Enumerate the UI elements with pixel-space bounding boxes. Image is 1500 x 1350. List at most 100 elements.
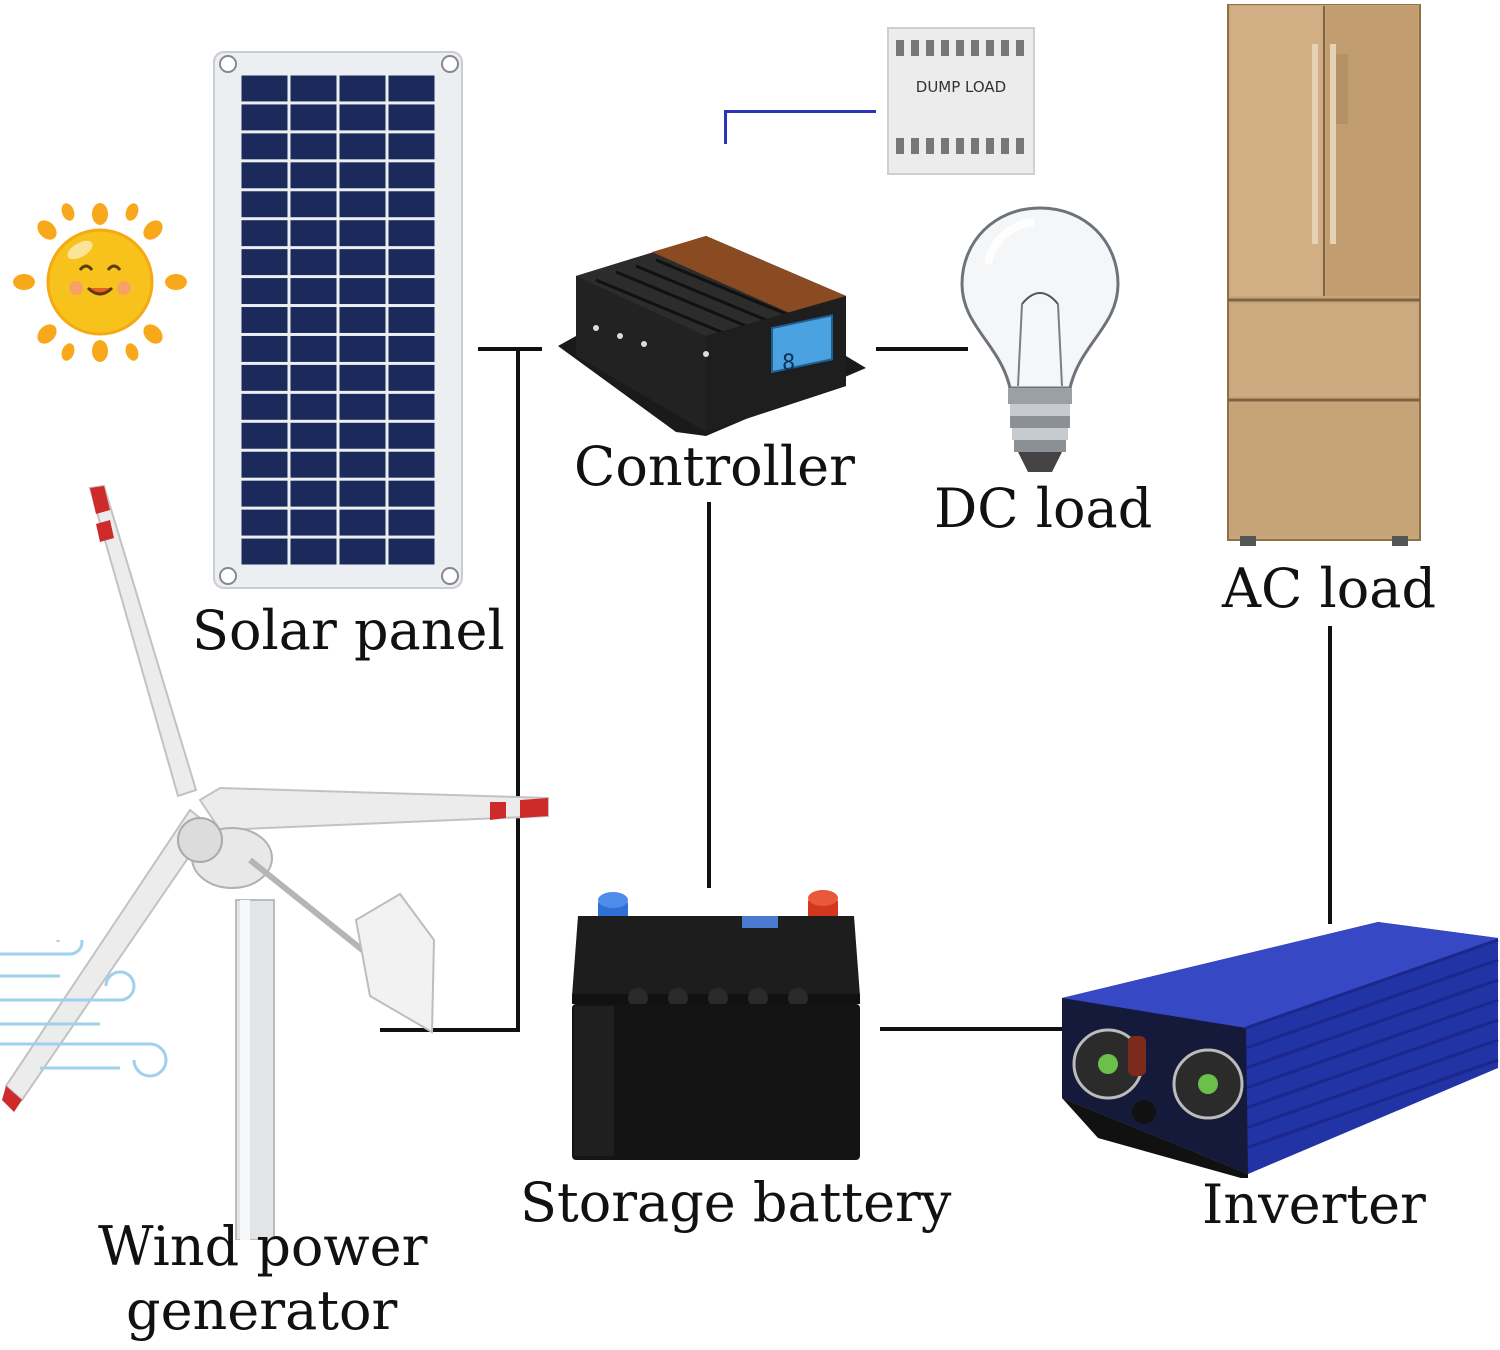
vent-slot [1016,138,1024,154]
solar-cell [388,364,435,391]
solar-cell [290,509,337,536]
vent-slot [911,138,919,154]
solar-cell [388,335,435,362]
solar-cell [241,162,288,189]
solar-cell [241,307,288,333]
controller-display-digit: 8 [782,351,795,376]
solar-cell [241,249,288,276]
solar-cell [339,191,386,218]
solar-cell [290,307,337,333]
solar-cell [290,162,337,189]
wind-gust-icon [0,940,180,1090]
vent-slot [941,138,949,154]
solar-cell [241,364,288,391]
solar-cell [241,480,288,507]
solar-cell [290,480,337,507]
inverter-icon [1058,918,1500,1178]
dump-load-icon: DUMP LOAD [886,26,1036,176]
solar-cell [241,133,288,160]
vent-slot [956,40,964,56]
solar-cell [290,451,337,478]
vent-slot [1001,40,1009,56]
light-bulb-icon [958,204,1122,480]
inverter-label: Inverter [1202,1173,1426,1236]
dump-load-label: DUMP LOAD [915,78,1007,96]
refrigerator-icon [1226,4,1422,548]
solar-cell [339,249,386,276]
solar-cell [388,133,435,160]
sun-icon [10,200,190,365]
solar-cell [241,509,288,536]
solar-cell [339,104,386,131]
vent-slot [926,40,934,56]
solar-cell [339,307,386,333]
solar-cell [339,364,386,391]
wire-inverter-acload [1328,626,1332,924]
vent-slot [896,40,904,56]
battery-label: Storage battery [520,1171,952,1234]
solar-cell [241,278,288,305]
solar-panel-icon [212,50,464,590]
solar-cell [241,422,288,449]
solar-cell [290,75,337,102]
solar-cell [290,104,337,131]
wind-generator-label-line1: Wind power [98,1215,428,1278]
solar-cell [290,335,337,362]
solar-cell [339,335,386,362]
solar-cell [388,480,435,507]
wire-controller-battery [707,502,711,888]
solar-cell [388,220,435,247]
solar-cell [388,451,435,478]
wire-bus-vertical [516,347,520,1032]
ac-load-label: AC load [1222,557,1437,620]
vent-slot [896,138,904,154]
solar-cell [241,538,288,565]
solar-cell [388,278,435,305]
solar-cell [388,393,435,420]
solar-cell [388,75,435,102]
vent-slot [971,138,979,154]
solar-panel-label: Solar panel [192,599,505,662]
wind-turbine-icon [0,480,560,1240]
solar-cell [388,104,435,131]
vent-slot [926,138,934,154]
solar-cell [339,480,386,507]
solar-cell [241,220,288,247]
solar-cell [388,422,435,449]
solar-cell [241,191,288,218]
solar-cell [339,220,386,247]
solar-cell [388,538,435,565]
solar-cell [339,133,386,160]
solar-cell [339,509,386,536]
solar-cell [388,191,435,218]
solar-cell [290,249,337,276]
solar-cell [388,307,435,333]
vent-slot [986,138,994,154]
vent-slot [986,40,994,56]
solar-cell [241,393,288,420]
solar-cell [241,451,288,478]
battery-icon [568,886,864,1162]
solar-cell [339,393,386,420]
vent-slot [971,40,979,56]
charge-controller-icon: 8 [556,236,868,438]
solar-cell [388,162,435,189]
solar-cell [339,278,386,305]
solar-cell [290,393,337,420]
controller-label: Controller [574,435,855,498]
solar-cell [241,104,288,131]
solar-cell [339,538,386,565]
solar-cell [339,422,386,449]
solar-cell [241,75,288,102]
vent-slot [941,40,949,56]
solar-cell [290,422,337,449]
solar-cell [339,75,386,102]
solar-cell [388,509,435,536]
solar-cell [241,335,288,362]
wind-generator-label-line2: generator [126,1279,398,1342]
solar-cell [388,249,435,276]
solar-cell [290,364,337,391]
solar-cell [290,133,337,160]
vent-slot [956,138,964,154]
vent-slot [911,40,919,56]
